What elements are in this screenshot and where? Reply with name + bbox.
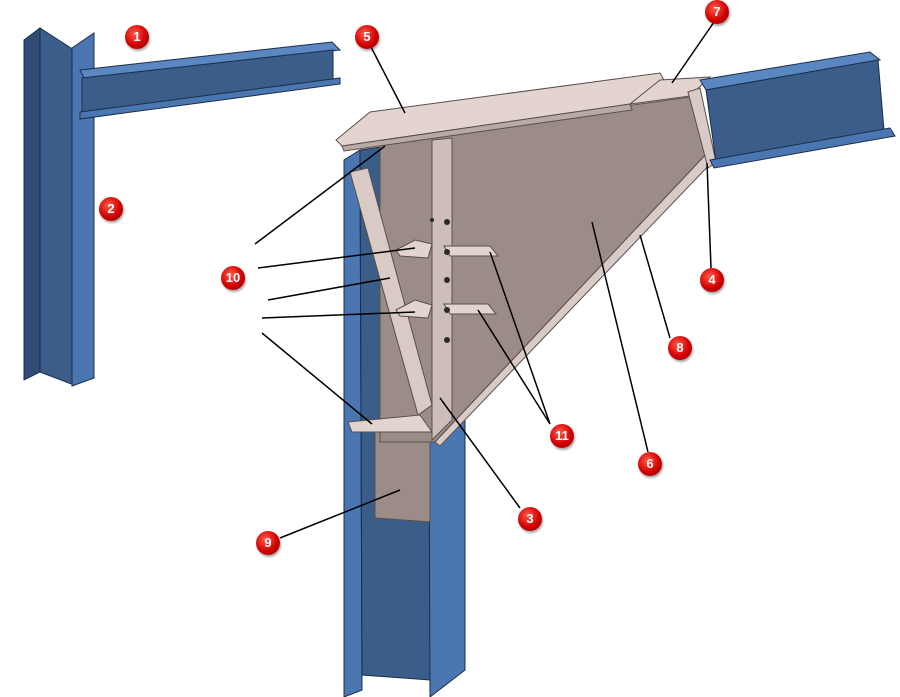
splice-plate (628, 76, 712, 105)
fin-plate-2 (443, 245, 500, 257)
fin-plate-1 (395, 239, 433, 259)
callout-1: 1 (125, 25, 149, 49)
callout-4: 4 (700, 268, 724, 292)
leader-lines (254, 21, 715, 539)
reference-column (23, 27, 95, 387)
fin-plate-4 (443, 303, 498, 315)
column-stiffener (431, 137, 453, 442)
callout-2: 2 (99, 197, 123, 221)
diagonal-stiffener (349, 167, 433, 416)
callout-9: 9 (256, 531, 280, 555)
top-plate-edge (341, 103, 633, 152)
callout-5: 5 (355, 25, 379, 49)
haunch-plate (379, 96, 711, 443)
rafter-beam (699, 51, 896, 169)
callout-3: 3 (518, 507, 542, 531)
web-doubler-plate (374, 429, 431, 523)
bottom-stiffener (347, 414, 433, 433)
reference-beam (79, 41, 342, 120)
fin-plate-3 (395, 299, 433, 319)
callout-11: 11 (550, 424, 574, 448)
callout-6: 6 (638, 452, 662, 476)
callout-10: 10 (221, 266, 245, 290)
callout-8: 8 (668, 336, 692, 360)
callout-7: 7 (705, 0, 729, 24)
